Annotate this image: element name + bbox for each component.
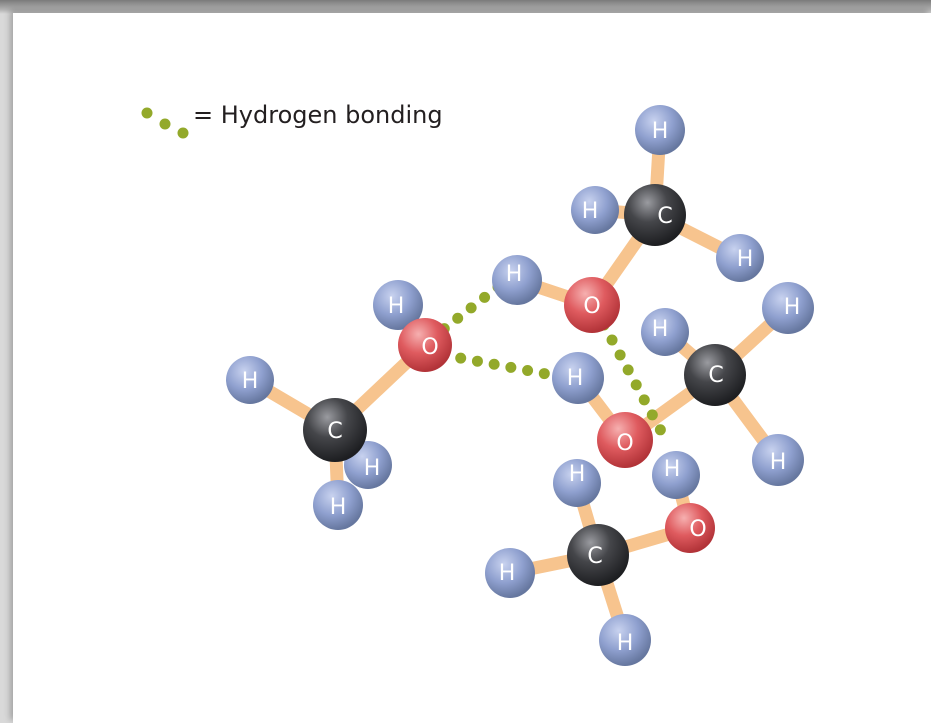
svg-text:H: H xyxy=(652,317,669,342)
svg-text:O: O xyxy=(689,517,706,542)
legend: = Hydrogen bonding xyxy=(141,101,443,139)
svg-text:C: C xyxy=(657,204,672,229)
oxygen-atom: O xyxy=(597,412,653,468)
hydrogen-atom: H xyxy=(716,234,764,282)
hydrogen-bonds xyxy=(434,281,674,450)
hydrogen-atom: H xyxy=(762,282,814,334)
svg-text:H: H xyxy=(582,199,599,224)
hydrogen-atom: H xyxy=(313,480,363,530)
svg-text:H: H xyxy=(737,247,754,272)
carbon-atom: C xyxy=(684,344,746,406)
oxygen-atom: O xyxy=(398,318,452,372)
svg-text:H: H xyxy=(506,262,523,287)
diagram-panel xyxy=(13,13,931,723)
hydrogen-atom: H xyxy=(652,451,700,499)
svg-text:H: H xyxy=(617,631,634,656)
svg-text:H: H xyxy=(242,369,259,394)
svg-text:O: O xyxy=(616,431,633,456)
hydrogen-atom: H xyxy=(492,255,542,305)
svg-text:H: H xyxy=(499,561,516,586)
oxygen-atom: O xyxy=(665,503,715,553)
hydrogen-atom: H xyxy=(226,356,274,404)
svg-text:H: H xyxy=(664,457,681,482)
hydrogen-atom: H xyxy=(485,548,535,598)
svg-text:H: H xyxy=(784,295,801,320)
hydrogen-bond xyxy=(434,281,504,338)
hydrogen-bond-dots-icon xyxy=(141,107,189,139)
svg-text:O: O xyxy=(421,335,438,360)
carbon-atom: C xyxy=(567,524,629,586)
svg-text:H: H xyxy=(569,462,586,487)
hydrogen-bond xyxy=(438,349,558,381)
svg-text:H: H xyxy=(364,456,381,481)
svg-text:H: H xyxy=(770,450,787,475)
svg-text:C: C xyxy=(587,544,602,569)
hydrogen-atom: H xyxy=(571,186,619,234)
hydrogen-atom: H xyxy=(752,434,804,486)
atoms: H H C H H O H H H C H O H H H C H O H H … xyxy=(226,105,814,666)
svg-text:O: O xyxy=(583,294,600,319)
carbon-atom: C xyxy=(303,398,367,462)
svg-text:H: H xyxy=(567,366,584,391)
svg-text:C: C xyxy=(327,419,342,444)
hydrogen-atom: H xyxy=(641,308,689,356)
hydrogen-atom: H xyxy=(635,105,685,155)
svg-text:C: C xyxy=(708,363,723,388)
svg-text:H: H xyxy=(652,119,669,144)
hydrogen-atom: H xyxy=(553,459,601,507)
carbon-atom: C xyxy=(624,184,686,246)
svg-text:H: H xyxy=(330,495,347,520)
hydrogen-atom: H xyxy=(552,352,604,404)
hydrogen-atom: H xyxy=(599,614,651,666)
legend-label: = Hydrogen bonding xyxy=(193,101,443,129)
hydrogen-bond xyxy=(598,319,674,450)
oxygen-atom: O xyxy=(564,277,620,333)
svg-text:H: H xyxy=(388,294,405,319)
hydrogen-atom: H xyxy=(373,280,423,330)
